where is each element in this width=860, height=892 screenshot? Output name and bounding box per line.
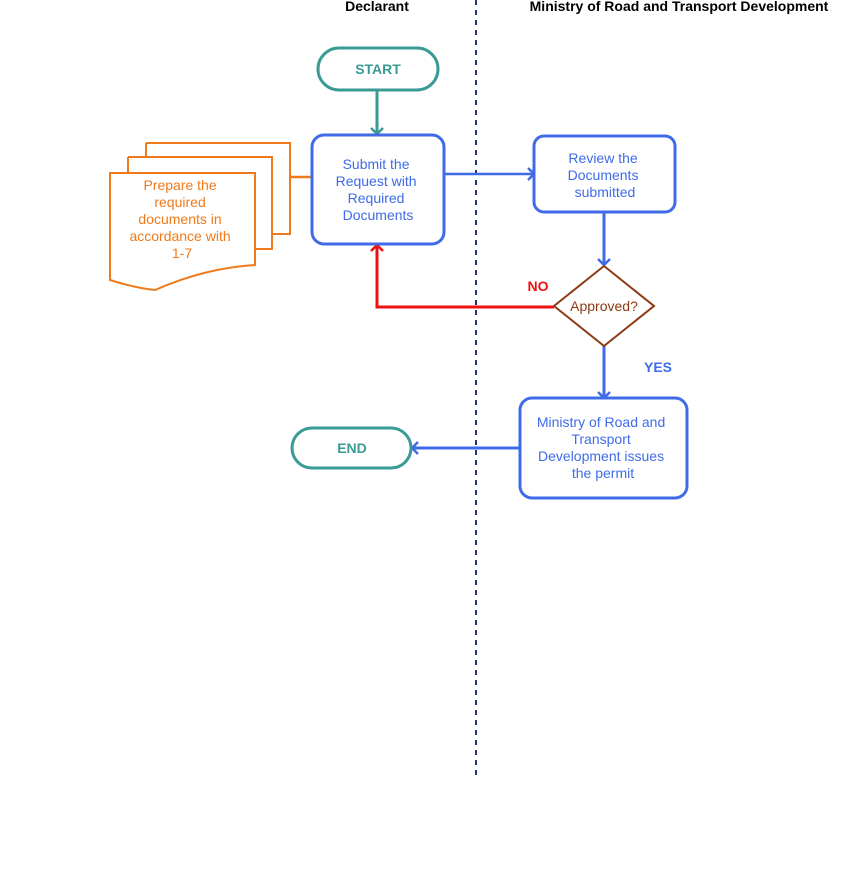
end-label: END bbox=[337, 440, 367, 456]
lane-title-ministry: Ministry of Road and Transport Developme… bbox=[530, 0, 829, 14]
start-label: START bbox=[355, 61, 401, 77]
issue-permit-text: Ministry of Road and Transport Developme… bbox=[537, 414, 669, 481]
review-documents-text: Review the Documents submitted bbox=[568, 150, 643, 200]
start-terminal[interactable]: START bbox=[316, 46, 440, 92]
approved-decision[interactable]: Approved? bbox=[552, 264, 656, 348]
end-terminal[interactable]: END bbox=[290, 426, 413, 470]
edge-label-no: NO bbox=[528, 278, 549, 294]
review-documents-node[interactable]: Review the Documents submitted bbox=[532, 134, 677, 214]
submit-request-text: Submit the Request with Required Documen… bbox=[336, 156, 421, 223]
lane-title-declarant: Declarant bbox=[345, 0, 409, 14]
connector-approved-no-to-submit bbox=[370, 243, 554, 309]
issue-permit-node[interactable]: Ministry of Road and Transport Developme… bbox=[518, 396, 689, 500]
submit-request-node[interactable]: Submit the Request with Required Documen… bbox=[310, 133, 446, 246]
prepare-documents-text: Prepare the required documents in accord… bbox=[129, 177, 234, 261]
edge-label-yes: YES bbox=[644, 359, 672, 375]
approved-decision-label: Approved? bbox=[570, 298, 638, 314]
prepare-documents-node[interactable]: Prepare the required documents in accord… bbox=[109, 142, 291, 292]
